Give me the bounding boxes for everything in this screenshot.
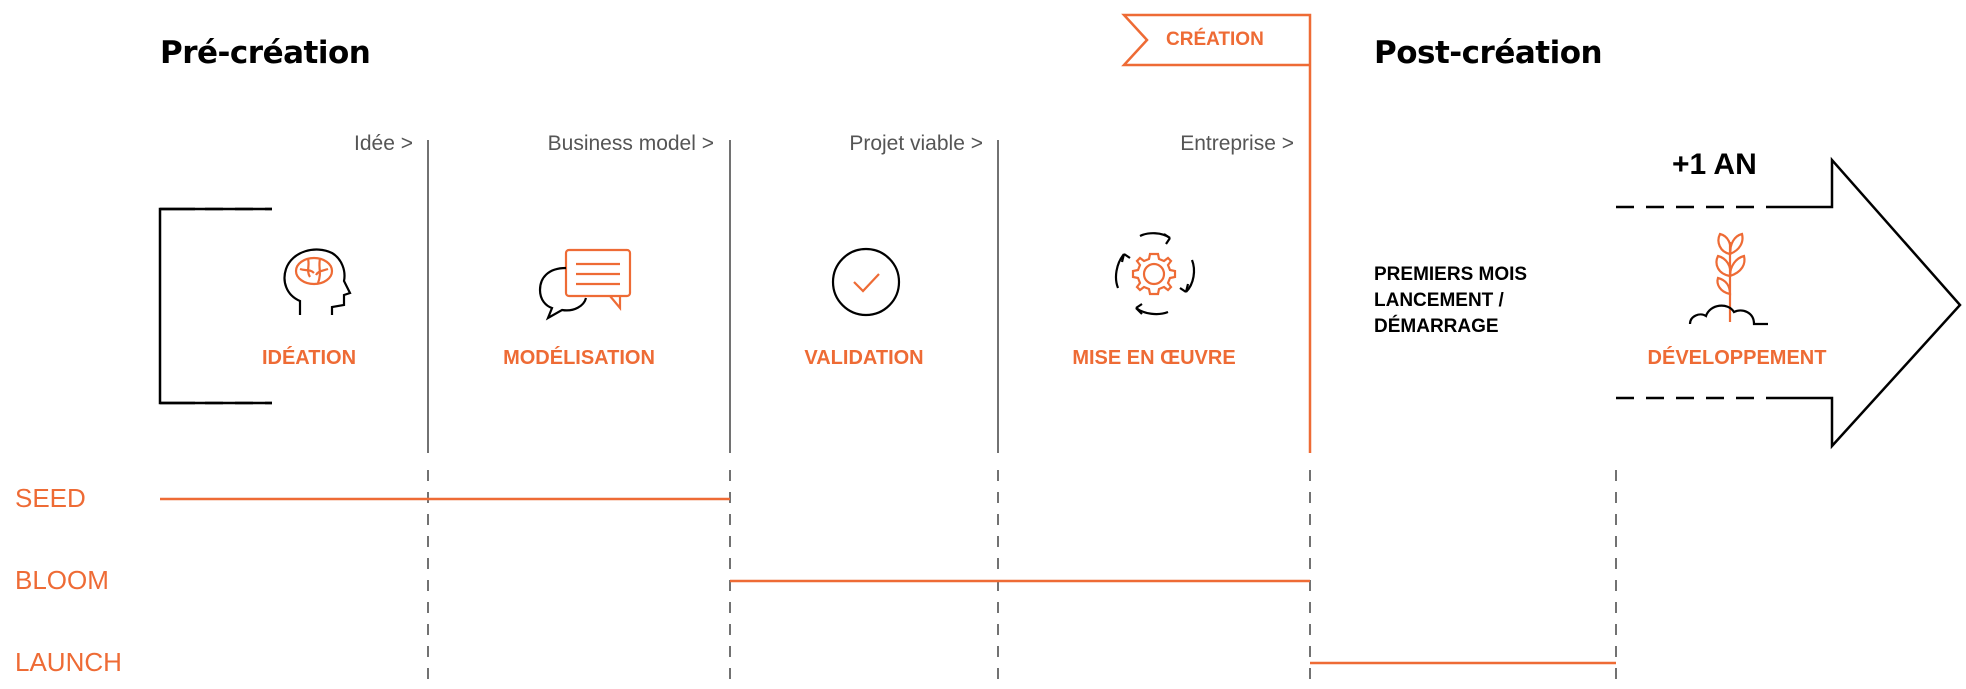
growth-arrow <box>1768 156 1962 450</box>
program-separators <box>427 470 1617 689</box>
milestone-projet-viable: Projet viable > <box>849 132 983 155</box>
program-bloom: BLOOM <box>15 565 109 595</box>
pre-creation-bracket <box>158 207 272 405</box>
program-bars <box>160 497 1616 665</box>
premiers-line-1: PREMIERS MOIS <box>1374 264 1528 285</box>
bracket-dashes <box>160 207 272 405</box>
milestone-business-model: Business model > <box>547 132 714 155</box>
stage-separators <box>427 140 999 453</box>
post-creation-title: Post-création <box>1374 35 1603 71</box>
milestone-idee: Idée > <box>354 132 413 155</box>
plus-one-year-label: +1 AN <box>1672 148 1757 181</box>
sprout-icon <box>1688 232 1768 326</box>
stage-modelisation: MODÉLISATION <box>503 347 655 369</box>
pre-creation-title: Pré-création <box>160 35 371 71</box>
stage-mise-en-oeuvre: MISE EN ŒUVRE <box>1072 347 1236 369</box>
gear-cycle-icon <box>1114 232 1196 316</box>
check-circle-icon <box>831 247 901 317</box>
milestone-entreprise: Entreprise > <box>1180 132 1294 155</box>
premiers-line-3: DÉMARRAGE <box>1374 316 1499 337</box>
premiers-line-2: LANCEMENT / <box>1374 290 1504 311</box>
program-seed: SEED <box>15 483 86 513</box>
creation-flag <box>1121 13 1312 453</box>
stage-validation: VALIDATION <box>804 347 924 369</box>
stage-ideation: IDÉATION <box>261 347 357 369</box>
brain-head-icon <box>283 248 352 315</box>
stage-developpement: DÉVELOPPEMENT <box>1647 347 1827 369</box>
premiers-mois-text: PREMIERS MOIS LANCEMENT / DÉMARRAGE <box>1374 262 1594 340</box>
creation-flag-label: CRÉATION <box>1166 29 1264 50</box>
program-launch: LAUNCH <box>15 647 122 677</box>
chat-bubbles-icon <box>538 248 632 321</box>
arrow-dashes <box>1616 205 1768 400</box>
